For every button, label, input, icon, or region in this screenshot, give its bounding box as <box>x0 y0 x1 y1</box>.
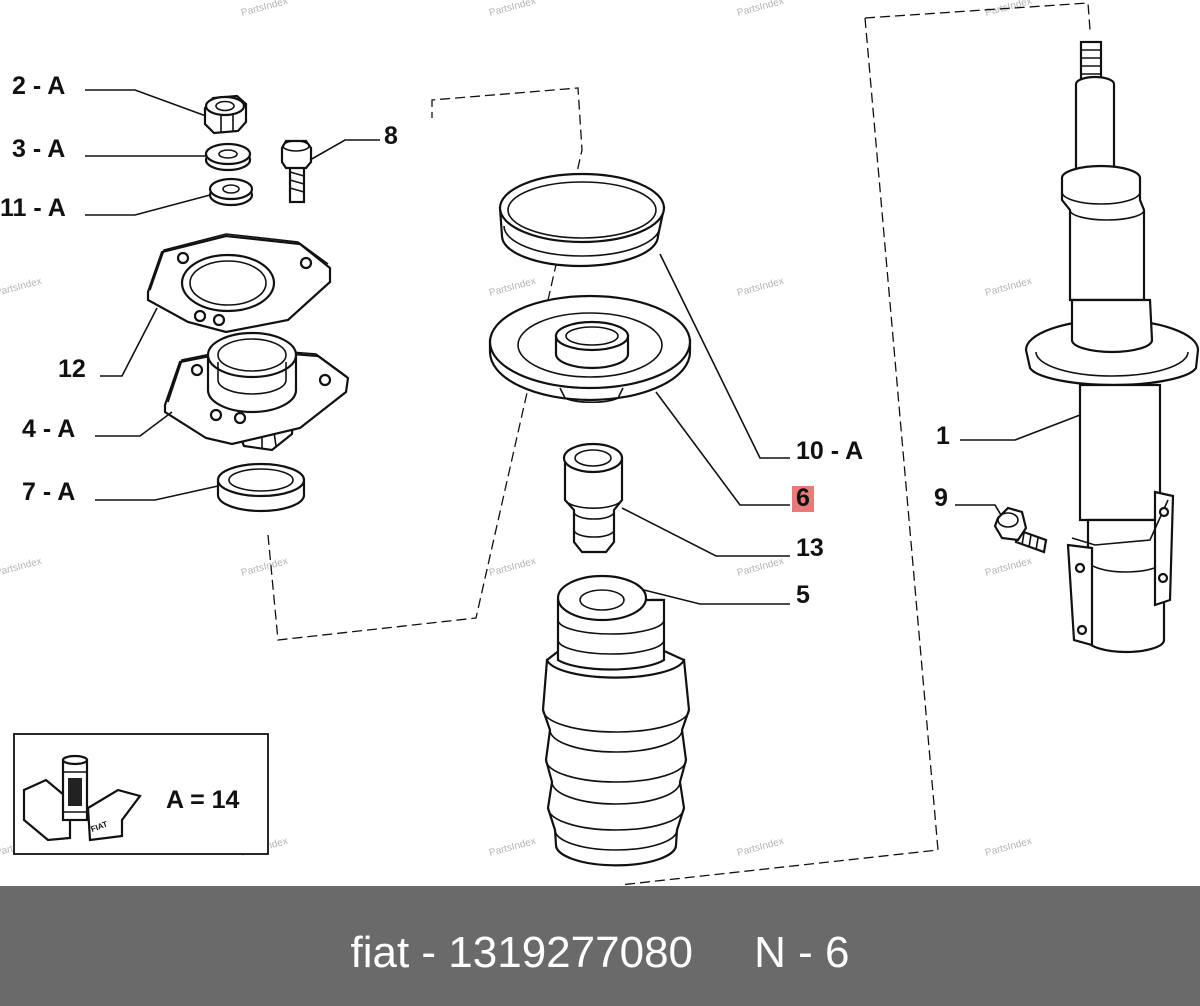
part-2-nut <box>203 94 248 135</box>
part-5-dust-boot <box>541 574 691 867</box>
watermark: PartsIndex <box>984 836 1033 859</box>
label-part-10: 10 - A <box>796 437 863 465</box>
part-13-bump-stop <box>562 442 624 554</box>
watermark: PartsIndex <box>240 556 289 579</box>
watermark: PartsIndex <box>488 0 537 19</box>
exploded-parts-diagram: PartsIndex PartsIndex PartsIndex PartsIn… <box>0 0 1200 886</box>
group-frame-left <box>267 87 583 641</box>
watermark: PartsIndex <box>736 0 785 19</box>
label-part-12: 12 <box>58 355 86 383</box>
group-frame-right <box>619 2 1091 886</box>
part-12-mount-plate <box>146 233 332 334</box>
part-7-bearing-ring <box>216 462 306 513</box>
label-part-6-highlight <box>792 486 814 512</box>
leader-10 <box>659 253 790 459</box>
leader-6 <box>655 391 790 506</box>
watermark: PartsIndex <box>0 556 43 579</box>
part-10-seat-ring <box>498 172 666 268</box>
footer-bar: fiat - 1319277080 N - 6 <box>0 886 1200 1006</box>
leader-1 <box>960 414 1081 441</box>
leader-11 <box>85 194 211 216</box>
label-part-1: 1 <box>936 422 950 450</box>
legend-text: A = 14 <box>166 786 240 814</box>
watermark: PartsIndex <box>488 556 537 579</box>
lubricant-kit-icon: FIAT <box>22 754 142 842</box>
watermark: PartsIndex <box>984 276 1033 299</box>
label-part-5: 5 <box>796 581 810 609</box>
leader-13 <box>621 507 790 557</box>
watermark: PartsIndex <box>488 276 537 299</box>
watermark: PartsIndex <box>488 836 537 859</box>
watermark-group: PartsIndex PartsIndex PartsIndex PartsIn… <box>0 0 1033 859</box>
part-9-bolt <box>993 506 1048 554</box>
leader-4 <box>95 411 173 437</box>
label-part-8: 8 <box>384 122 398 150</box>
part-4-strut-mount <box>163 331 350 452</box>
watermark: PartsIndex <box>736 836 785 859</box>
leader-9 <box>955 504 1002 516</box>
part-8-bolt <box>280 139 313 204</box>
label-part-7: 7 - A <box>22 478 75 506</box>
footer-part-number: fiat - 1319277080 N - 6 <box>350 928 850 977</box>
watermark: PartsIndex <box>736 276 785 299</box>
label-part-4: 4 - A <box>22 415 75 443</box>
legend-box: FIAT A = 14 <box>13 733 269 855</box>
part-3-washer <box>204 142 252 172</box>
callout-labels: 2 - A 3 - A 11 - A 8 12 4 - A 7 - A 10 -… <box>0 72 950 609</box>
leader-2 <box>85 89 207 117</box>
watermark: PartsIndex <box>736 556 785 579</box>
watermark: PartsIndex <box>984 556 1033 579</box>
label-part-3: 3 - A <box>12 135 65 163</box>
label-part-9: 9 <box>934 484 948 512</box>
label-part-13: 13 <box>796 534 824 562</box>
leader-8 <box>309 139 380 161</box>
leader-7 <box>95 485 219 501</box>
leader-lines <box>85 89 1081 605</box>
leader-12 <box>100 307 158 377</box>
part-1-shock-absorber <box>1024 40 1200 654</box>
label-part-11: 11 - A <box>0 194 66 222</box>
part-11-washer <box>208 177 254 207</box>
label-part-6: 6 <box>796 484 810 512</box>
watermark: PartsIndex <box>0 276 43 299</box>
watermark: PartsIndex <box>240 0 289 19</box>
leader-5 <box>643 589 790 605</box>
part-6-insulator <box>488 294 692 404</box>
label-part-2: 2 - A <box>12 72 65 100</box>
